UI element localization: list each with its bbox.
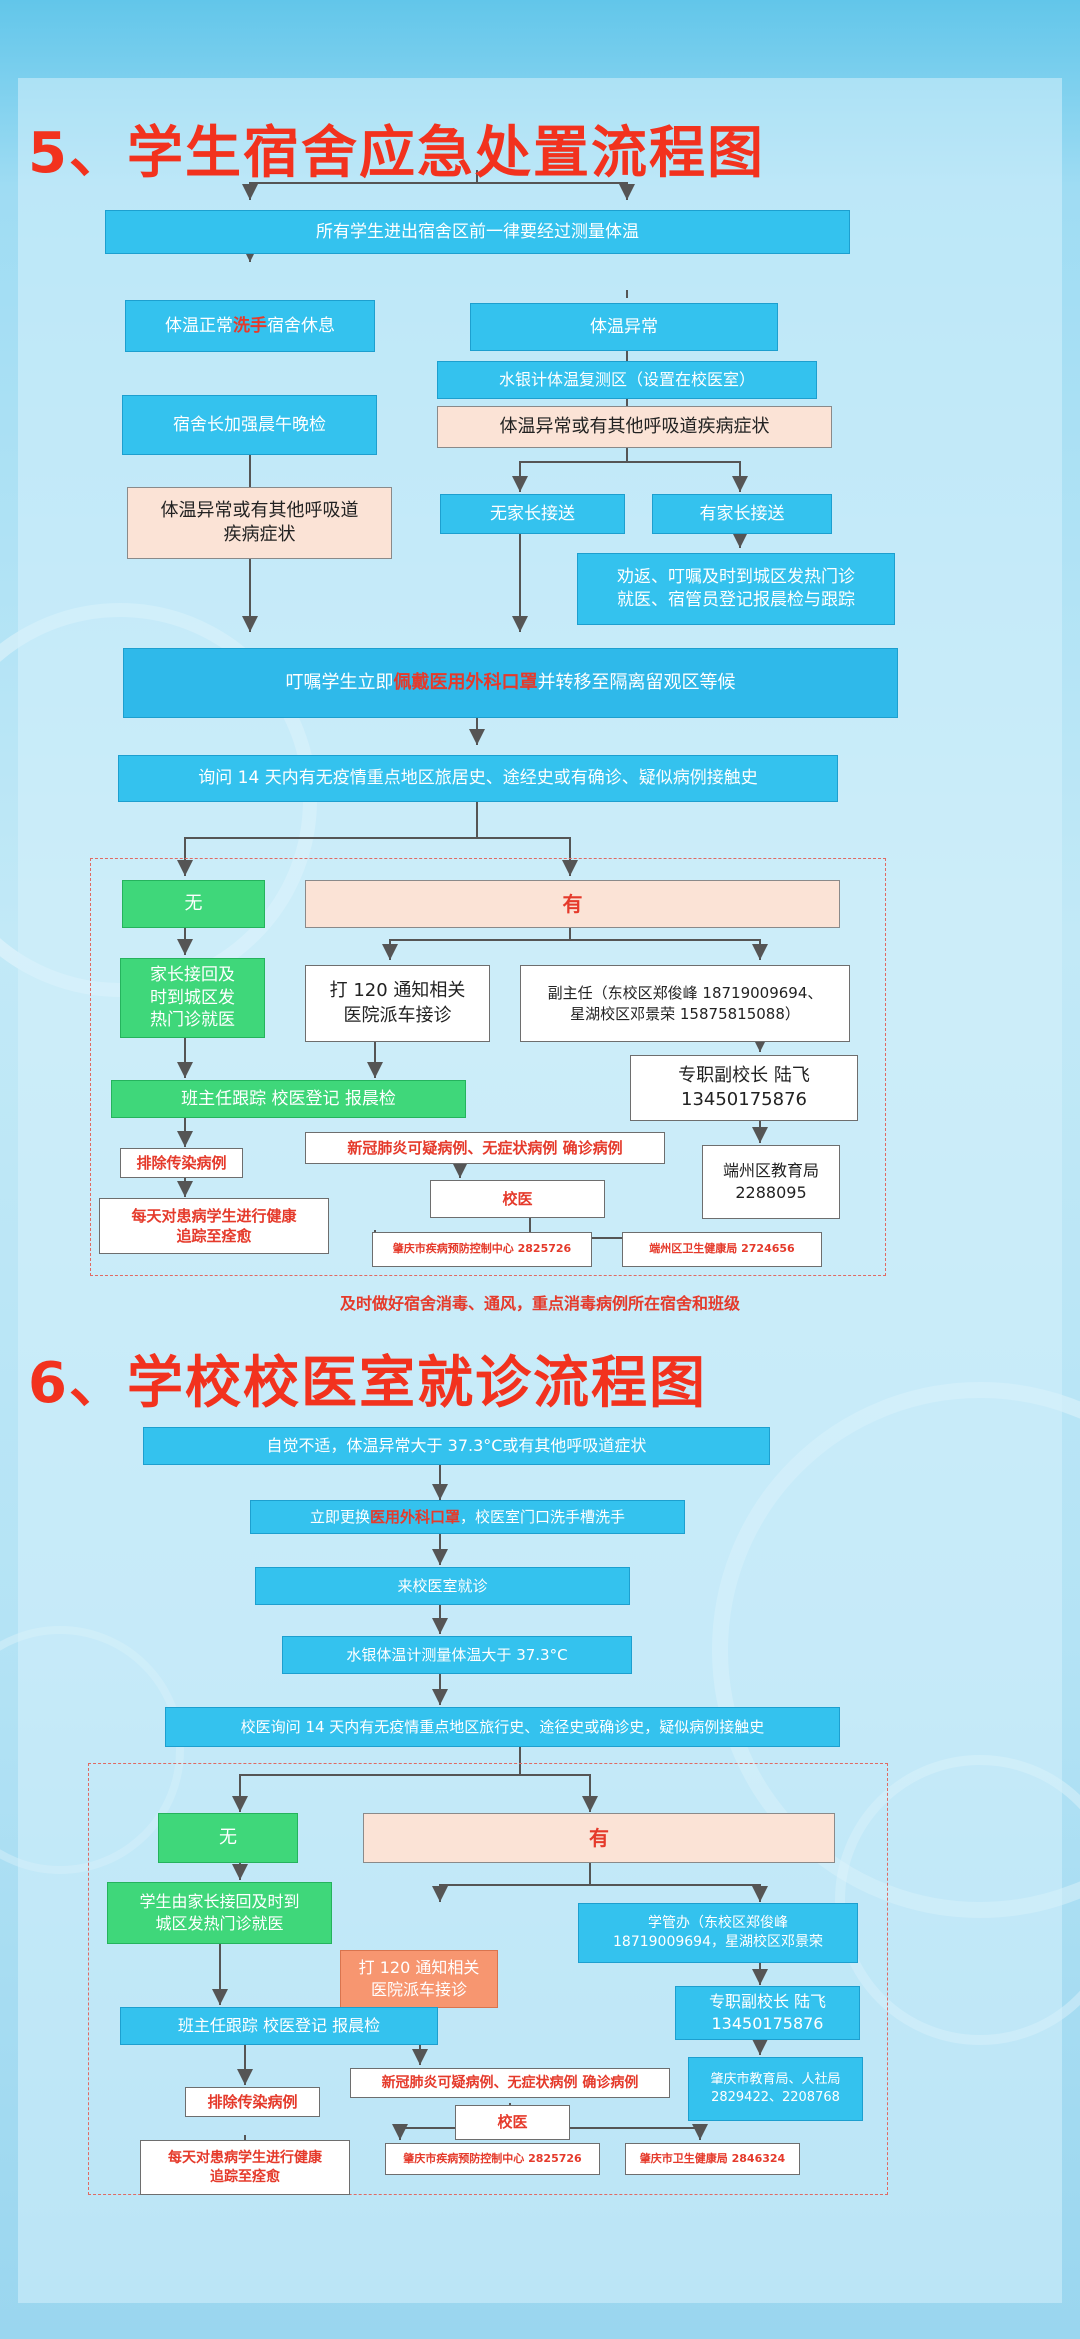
persuade-box: 劝返、叮嘱及时到城区发热门诊 就医、宿管员登记报晨检与跟踪 xyxy=(577,553,895,625)
ask-history-box: 询问 14 天内有无疫情重点地区旅居史、途经史或有确诊、疑似病例接触史 xyxy=(118,755,838,802)
s6-daily-track-box: 每天对患病学生进行健康 追踪至痊愈 xyxy=(140,2140,350,2195)
temp-normal-text-a: 体温正常 xyxy=(165,315,233,336)
no-parent-box: 无家长接送 xyxy=(440,494,625,534)
edu-bureau-box: 端州区教育局 2288095 xyxy=(702,1145,840,1219)
exclude-box: 排除传染病例 xyxy=(120,1148,243,1178)
teacher-track-box: 班主任跟踪 校医登记 报晨检 xyxy=(111,1080,466,1118)
s6-cdc-box: 肇庆市疾病预防控制中心 2825726 xyxy=(385,2143,600,2175)
doctor-ask-box: 校医询问 14 天内有无疫情重点地区旅行史、途径史或确诊史，疑似病例接触史 xyxy=(165,1707,840,1747)
school-doctor-box: 校医 xyxy=(430,1180,605,1218)
mercury-recheck-box: 水银计体温复测区（设置在校医室） xyxy=(437,361,817,399)
abnormal-symptoms-left-box: 体温异常或有其他呼吸道 疾病症状 xyxy=(127,487,392,559)
temp-normal-text-b: 宿舍休息 xyxy=(267,315,335,336)
instruct-text-a: 叮嘱学生立即 xyxy=(285,671,394,693)
section6-dashed-region xyxy=(88,1763,888,2195)
has-parent-box: 有家长接送 xyxy=(652,494,832,534)
s6-none-box: 无 xyxy=(158,1813,298,1863)
vice-director-box: 副主任（东校区郑俊峰 18719009694、 星湖校区邓景荣 15875815… xyxy=(520,965,850,1042)
s6-call-120-box: 打 120 通知相关 医院派车接诊 xyxy=(340,1950,498,2008)
s6-covid-cases-box: 新冠肺炎可疑病例、无症状病例 确诊病例 xyxy=(350,2068,670,2098)
temp-abnormal-box: 体温异常 xyxy=(470,303,778,351)
s6-health-bureau-box: 肇庆市卫生健康局 2846324 xyxy=(625,2143,800,2175)
vice-principal-box: 专职副校长 陆飞 13450175876 xyxy=(630,1055,858,1121)
surgical-mask-text: 医用外科口罩 xyxy=(369,1507,460,1526)
none-box: 无 xyxy=(122,880,265,928)
s6-school-doctor-box: 校医 xyxy=(455,2105,570,2140)
change-text-a: 立即更换 xyxy=(309,1507,370,1526)
footer-note: 及时做好宿舍消毒、通风，重点消毒病例所在宿舍和班级 xyxy=(339,1294,740,1313)
s6-parent-pickup-box: 学生由家长接回及时到 城区发热门诊就医 xyxy=(107,1882,332,1944)
s6-edu-bureau-box: 肇庆市教育局、人社局 2829422、2208768 xyxy=(688,2057,863,2121)
wear-mask-text: 佩戴医用外科口罩 xyxy=(393,671,538,693)
temp-normal-box: 体温正常洗手宿舍休息 xyxy=(125,300,375,352)
all-enter-box: 所有学生进出宿舍区前一律要经过测量体温 xyxy=(105,210,850,254)
s6-vice-principal-box: 专职副校长 陆飞 13450175876 xyxy=(675,1986,860,2040)
parent-pickup-box: 家长接回及 时到城区发 热门诊就医 xyxy=(120,958,265,1038)
instruct-box: 叮嘱学生立即佩戴医用外科口罩并转移至隔离留观区等候 xyxy=(123,648,898,718)
wash-hands-text: 洗手 xyxy=(233,315,267,336)
feel-unwell-box: 自觉不适，体温异常大于 37.3°C或有其他呼吸道症状 xyxy=(143,1427,770,1465)
daily-track-box: 每天对患病学生进行健康 追踪至痊愈 xyxy=(99,1198,329,1254)
come-clinic-box: 来校医室就诊 xyxy=(255,1567,630,1605)
health-bureau-box: 端州区卫生健康局 2724656 xyxy=(622,1232,822,1267)
section5-title: 5、学生宿舍应急处置流程图 xyxy=(28,121,765,186)
s6-teacher-track-box: 班主任跟踪 校医登记 报晨检 xyxy=(120,2007,438,2045)
call-120-box: 打 120 通知相关 医院派车接诊 xyxy=(305,965,490,1042)
section5-dashed-region xyxy=(90,858,886,1276)
abnormal-symptoms-box: 体温异常或有其他呼吸道疾病症状 xyxy=(437,406,832,448)
have-box: 有 xyxy=(305,880,840,928)
change-mask-box: 立即更换医用外科口罩，校医室门口洗手槽洗手 xyxy=(250,1500,685,1534)
morning-check-box: 宿舍长加强晨午晚检 xyxy=(122,395,377,455)
cdc-box: 肇庆市疾病预防控制中心 2825726 xyxy=(372,1232,592,1267)
s6-exclude-box: 排除传染病例 xyxy=(185,2087,320,2117)
s6-have-box: 有 xyxy=(363,1813,835,1863)
instruct-text-b: 并转移至隔离留观区等候 xyxy=(537,671,736,693)
mercury-measure-box: 水银体温计测量体温大于 37.3°C xyxy=(282,1636,632,1674)
covid-cases-box: 新冠肺炎可疑病例、无症状病例 确诊病例 xyxy=(305,1132,665,1164)
change-text-b: ，校医室门口洗手槽洗手 xyxy=(460,1507,626,1526)
student-affairs-box: 学管办（东校区郑俊峰 18719009694，星湖校区邓景荣 xyxy=(578,1903,858,1963)
section6-title: 6、学校校医室就诊流程图 xyxy=(28,1351,707,1416)
